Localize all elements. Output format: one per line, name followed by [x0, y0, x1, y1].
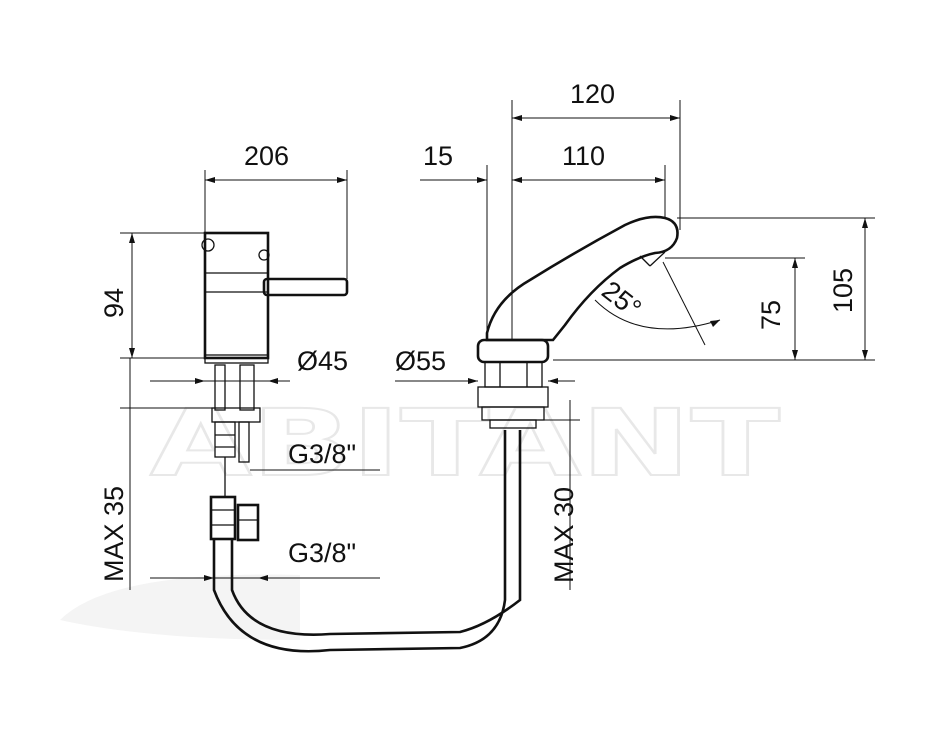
label-d45: Ø45: [297, 346, 348, 376]
mixer-body: [201, 231, 270, 364]
label-max35: MAX 35: [99, 486, 129, 582]
label-max30: MAX 30: [549, 487, 579, 583]
background-swoosh: [60, 574, 300, 640]
label-75: 75: [756, 300, 786, 330]
label-d55: Ø55: [395, 346, 446, 376]
hose: [212, 430, 522, 653]
dim-spout-vertical: [553, 217, 875, 361]
label-g38-bottom: G3/8": [288, 538, 356, 568]
dim-max30-lines: [540, 400, 580, 590]
dim-angle-lines: [594, 261, 721, 346]
dim-d55-lines: [395, 378, 575, 384]
dim-206-lines: [204, 170, 348, 279]
dim-d45-lines: [150, 378, 290, 384]
label-94: 94: [99, 288, 129, 318]
label-110: 110: [562, 141, 605, 171]
dim-spout-horizontal: [420, 100, 681, 340]
watermark: ABITANT: [150, 390, 780, 497]
label-120: 120: [570, 79, 615, 109]
label-g38-top: G3/8": [288, 439, 356, 469]
label-206: 206: [244, 141, 289, 171]
label-105: 105: [828, 268, 858, 313]
spout: [476, 215, 679, 429]
label-15: 15: [423, 141, 453, 171]
mixer-lever: [262, 277, 349, 297]
dim-94-lines: [120, 232, 205, 359]
dim-max35-lines: [120, 358, 380, 590]
